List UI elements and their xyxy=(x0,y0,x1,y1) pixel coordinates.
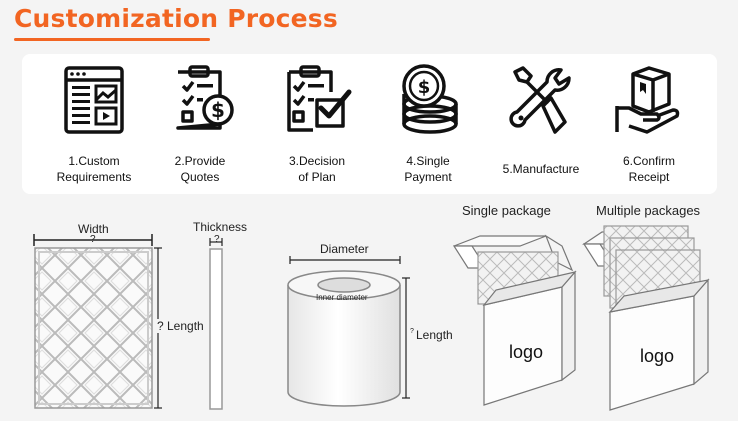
width-value: ? xyxy=(90,234,96,245)
process-steps-panel: 1.Custom Requirements $ 2.Provide Quotes xyxy=(22,54,717,194)
step-label-line1: 4.Single xyxy=(406,154,450,168)
step-single-payment: $ 4.Single Payment xyxy=(368,54,488,194)
roll-core xyxy=(317,277,371,293)
step-label-line2: Payment xyxy=(404,170,452,184)
inner-diameter-label: Inner diameter xyxy=(316,293,368,302)
coin-stack-icon: $ xyxy=(402,64,458,134)
step-label-line2: of Plan xyxy=(298,170,336,184)
step-label-line1: 5.Manufacture xyxy=(502,162,580,176)
thickness-value: ? xyxy=(214,234,220,245)
wrench-screwdriver-icon xyxy=(509,66,571,134)
diameter-label: Diameter xyxy=(320,242,369,256)
step-provide-quotes: $ 2.Provide Quotes xyxy=(140,54,260,194)
document-list-icon xyxy=(64,66,124,134)
filter-panel-diagram xyxy=(33,234,223,410)
step-decision-of-plan: 3.Decision of Plan xyxy=(257,54,377,194)
step-label-line1: 3.Decision xyxy=(288,154,346,168)
filter-roll-diagram xyxy=(287,256,410,407)
step-label-line1: 6.Confirm xyxy=(622,154,675,168)
step-confirm-receipt: 6.Confirm Receipt xyxy=(589,54,709,194)
package-hand-icon xyxy=(615,66,680,134)
page-title: Customization Process xyxy=(14,4,338,33)
step-label-line2: Requirements xyxy=(56,170,132,184)
title-underline xyxy=(14,38,210,41)
single-package-diagram xyxy=(452,234,577,406)
single-box-logo-text: logo xyxy=(509,342,544,362)
single-package-label: Single package xyxy=(462,203,551,218)
panel-length-label: ? Length xyxy=(156,319,205,333)
roll-length-label: Length xyxy=(416,328,453,342)
multiple-packages-label: Multiple packages xyxy=(596,203,701,218)
filter-panel-face xyxy=(34,247,153,409)
multiple-package-diagram xyxy=(582,225,710,411)
multiple-box-logo-text: logo xyxy=(640,346,675,366)
step-manufacture: 5.Manufacture xyxy=(481,54,601,194)
step-label-line2: Receipt xyxy=(628,170,670,184)
checklist-approval-icon xyxy=(287,65,352,132)
thickness-label: Thickness xyxy=(193,220,248,234)
step-label-line2: Quotes xyxy=(180,170,220,184)
step-custom-requirements: 1.Custom Requirements xyxy=(34,54,154,194)
step-label-line1: 1.Custom xyxy=(68,154,120,168)
svg-text:$: $ xyxy=(211,98,225,122)
roll-length-value: ? xyxy=(410,328,414,335)
svg-text:$: $ xyxy=(418,77,431,98)
filter-side-view xyxy=(209,248,223,410)
width-label: Width xyxy=(78,222,109,236)
step-label-line1: 2.Provide xyxy=(174,154,226,168)
checklist-dollar-icon: $ xyxy=(176,65,234,130)
roll-body xyxy=(287,285,401,407)
